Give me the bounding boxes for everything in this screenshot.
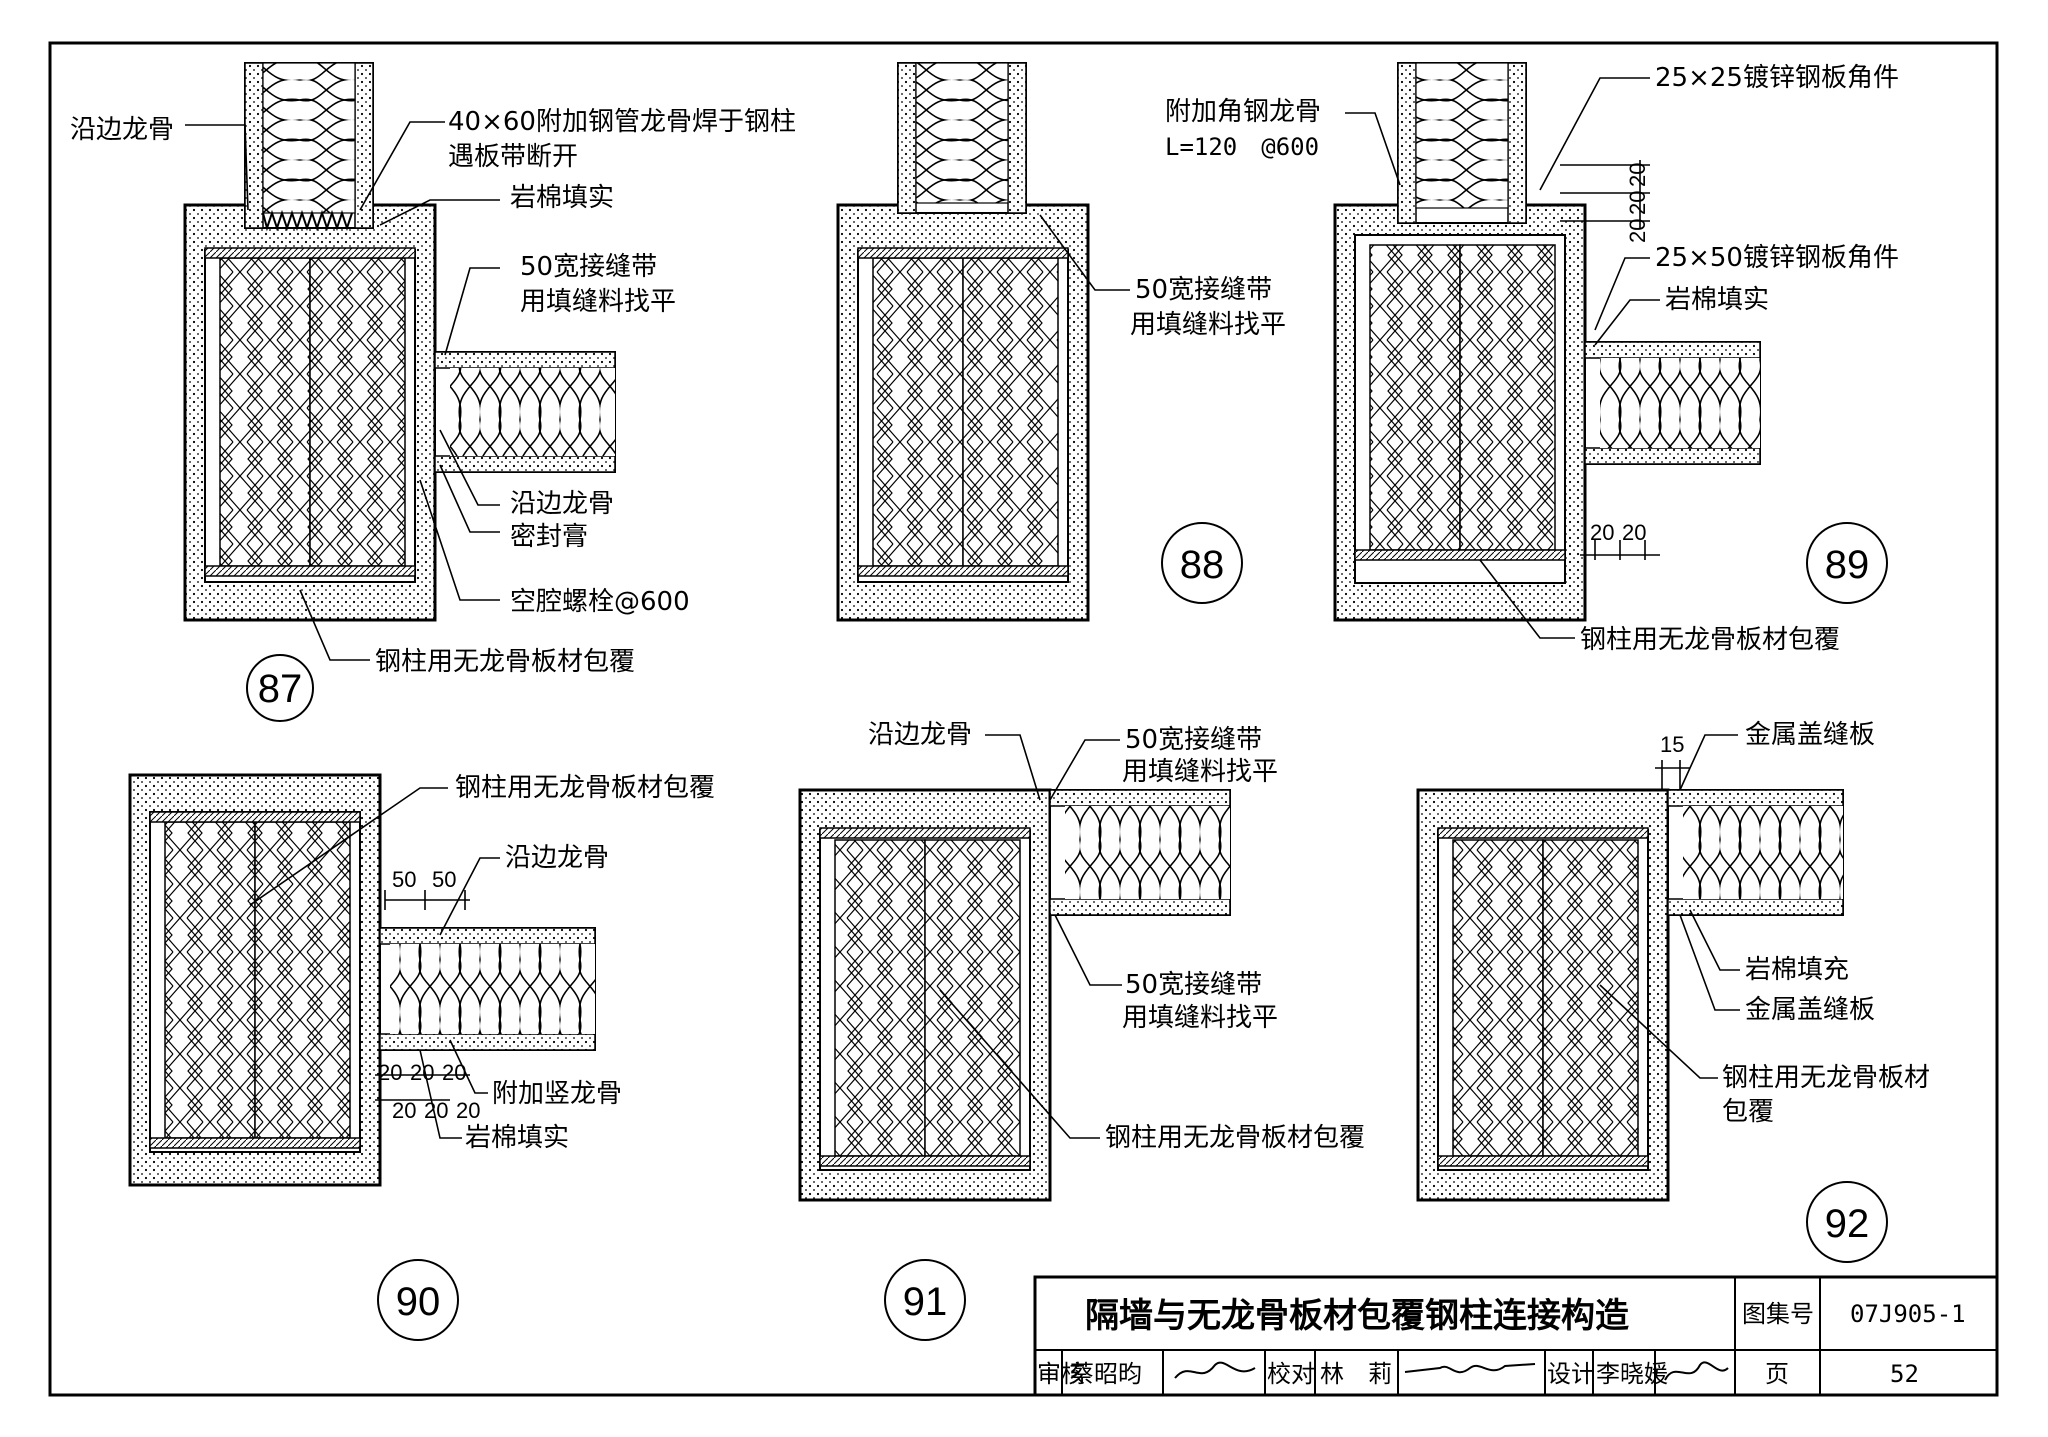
label: 钢柱用无龙骨板材包覆 bbox=[455, 773, 715, 803]
label: 附加竖龙骨 bbox=[492, 1079, 622, 1109]
checker-signature bbox=[1404, 1363, 1536, 1374]
page-number: 52 bbox=[1890, 1360, 1919, 1388]
label: 用填缝料找平 bbox=[520, 287, 676, 317]
review-label: 审核 bbox=[1037, 1360, 1085, 1388]
label: 附加角钢龙骨 bbox=[1165, 97, 1321, 127]
label: 50宽接缝带 bbox=[1125, 970, 1262, 1000]
detail-92: 15 金属盖缝板 岩棉填充 金属盖缝板 钢柱用无龙骨板材 包覆 92 bbox=[1416, 720, 1930, 1263]
detail-90: 50 50 20 20 20 20 20 20 钢柱用无龙骨板材包覆 沿边龙骨 … bbox=[128, 773, 715, 1341]
label: 25×25镀锌钢板角件 bbox=[1655, 63, 1899, 93]
checker-name: 林 莉 bbox=[1320, 1360, 1392, 1388]
label: 岩棉填实 bbox=[510, 183, 614, 213]
label: 密封膏 bbox=[510, 522, 588, 552]
detail-88: 50宽接缝带 用填缝料找平 88 bbox=[836, 62, 1286, 622]
label: 用填缝料找平 bbox=[1122, 1003, 1278, 1033]
label: 岩棉填充 bbox=[1745, 955, 1849, 985]
detail-number: 92 bbox=[1825, 1202, 1870, 1246]
atlas-label: 图集号 bbox=[1742, 1300, 1814, 1328]
title-block: 隔墙与无龙骨板材包覆钢柱连接构造 图集号 07J905-1 审核 蔡昭昀 校对 … bbox=[1033, 1275, 1999, 1397]
label: 沿边龙骨 bbox=[510, 489, 614, 519]
label: 金属盖缝板 bbox=[1745, 995, 1875, 1025]
dimension: 20 bbox=[410, 1060, 434, 1085]
label: 沿边龙骨 bbox=[70, 115, 174, 145]
label: 用填缝料找平 bbox=[1122, 757, 1278, 787]
label: 钢柱用无龙骨板材包覆 bbox=[1105, 1123, 1365, 1153]
dimension: 50 bbox=[432, 867, 456, 892]
detail-87: 沿边龙骨 40×60附加钢管龙骨焊于钢柱 遇板带断开 岩棉填实 50宽接缝带 用… bbox=[70, 62, 796, 722]
designer-signature bbox=[1664, 1361, 1729, 1381]
dimension: 20 bbox=[1622, 520, 1646, 545]
label: 钢柱用无龙骨板材包覆 bbox=[375, 647, 635, 677]
page-label: 页 bbox=[1765, 1360, 1789, 1388]
label: 岩棉填实 bbox=[1665, 285, 1769, 315]
label: 50宽接缝带 bbox=[520, 252, 657, 282]
label: 钢柱用无龙骨板材 bbox=[1722, 1063, 1930, 1093]
label: 岩棉填实 bbox=[465, 1123, 569, 1153]
detail-number: 90 bbox=[396, 1280, 441, 1324]
label: L=120 @600 bbox=[1165, 133, 1319, 161]
detail-number: 87 bbox=[258, 667, 303, 711]
sheet-border bbox=[48, 41, 1999, 1397]
dimension: 20 bbox=[392, 1098, 416, 1123]
label: 50宽接缝带 bbox=[1125, 725, 1262, 755]
dimension: 20 bbox=[1625, 219, 1650, 243]
label: 金属盖缝板 bbox=[1745, 720, 1875, 750]
label: 遇板带断开 bbox=[448, 142, 578, 172]
designer-name: 李晓媛 bbox=[1596, 1360, 1668, 1388]
dimension: 20 bbox=[456, 1098, 480, 1123]
label: 50宽接缝带 bbox=[1135, 275, 1272, 305]
dimension: 20 bbox=[442, 1060, 466, 1085]
dimension: 20 bbox=[1625, 191, 1650, 215]
reviewer-signature bbox=[1174, 1361, 1256, 1379]
label: 40×60附加钢管龙骨焊于钢柱 bbox=[448, 107, 796, 137]
label: 沿边龙骨 bbox=[505, 843, 609, 873]
detail-number: 89 bbox=[1825, 543, 1870, 587]
label: 用填缝料找平 bbox=[1130, 310, 1286, 340]
label: 25×50镀锌钢板角件 bbox=[1655, 243, 1899, 273]
dimension: 50 bbox=[392, 867, 416, 892]
dimension: 20 bbox=[378, 1060, 402, 1085]
drawing-title: 隔墙与无龙骨板材包覆钢柱连接构造 bbox=[1085, 1296, 1629, 1336]
reviewer-name: 蔡昭昀 bbox=[1070, 1360, 1142, 1388]
label: 空腔螺栓@600 bbox=[510, 587, 690, 617]
atlas-number: 07J905-1 bbox=[1850, 1300, 1966, 1328]
label: 钢柱用无龙骨板材包覆 bbox=[1580, 625, 1840, 655]
detail-number: 91 bbox=[903, 1280, 948, 1324]
dimension: 15 bbox=[1660, 732, 1684, 757]
detail-91: 沿边龙骨 50宽接缝带 用填缝料找平 50宽接缝带 用填缝料找平 钢柱用无龙骨板… bbox=[798, 720, 1365, 1341]
label: 包覆 bbox=[1722, 1097, 1774, 1127]
dimension: 20 bbox=[1590, 520, 1614, 545]
check-label: 校对 bbox=[1267, 1360, 1315, 1388]
label: 沿边龙骨 bbox=[868, 720, 972, 750]
design-label: 设计 bbox=[1547, 1360, 1595, 1388]
detail-number: 88 bbox=[1180, 543, 1225, 587]
dimension: 20 bbox=[1625, 163, 1650, 187]
detail-89: 20 20 20 20 20 附加角钢龙骨 L=120 @600 25×25镀锌… bbox=[1165, 62, 1899, 655]
